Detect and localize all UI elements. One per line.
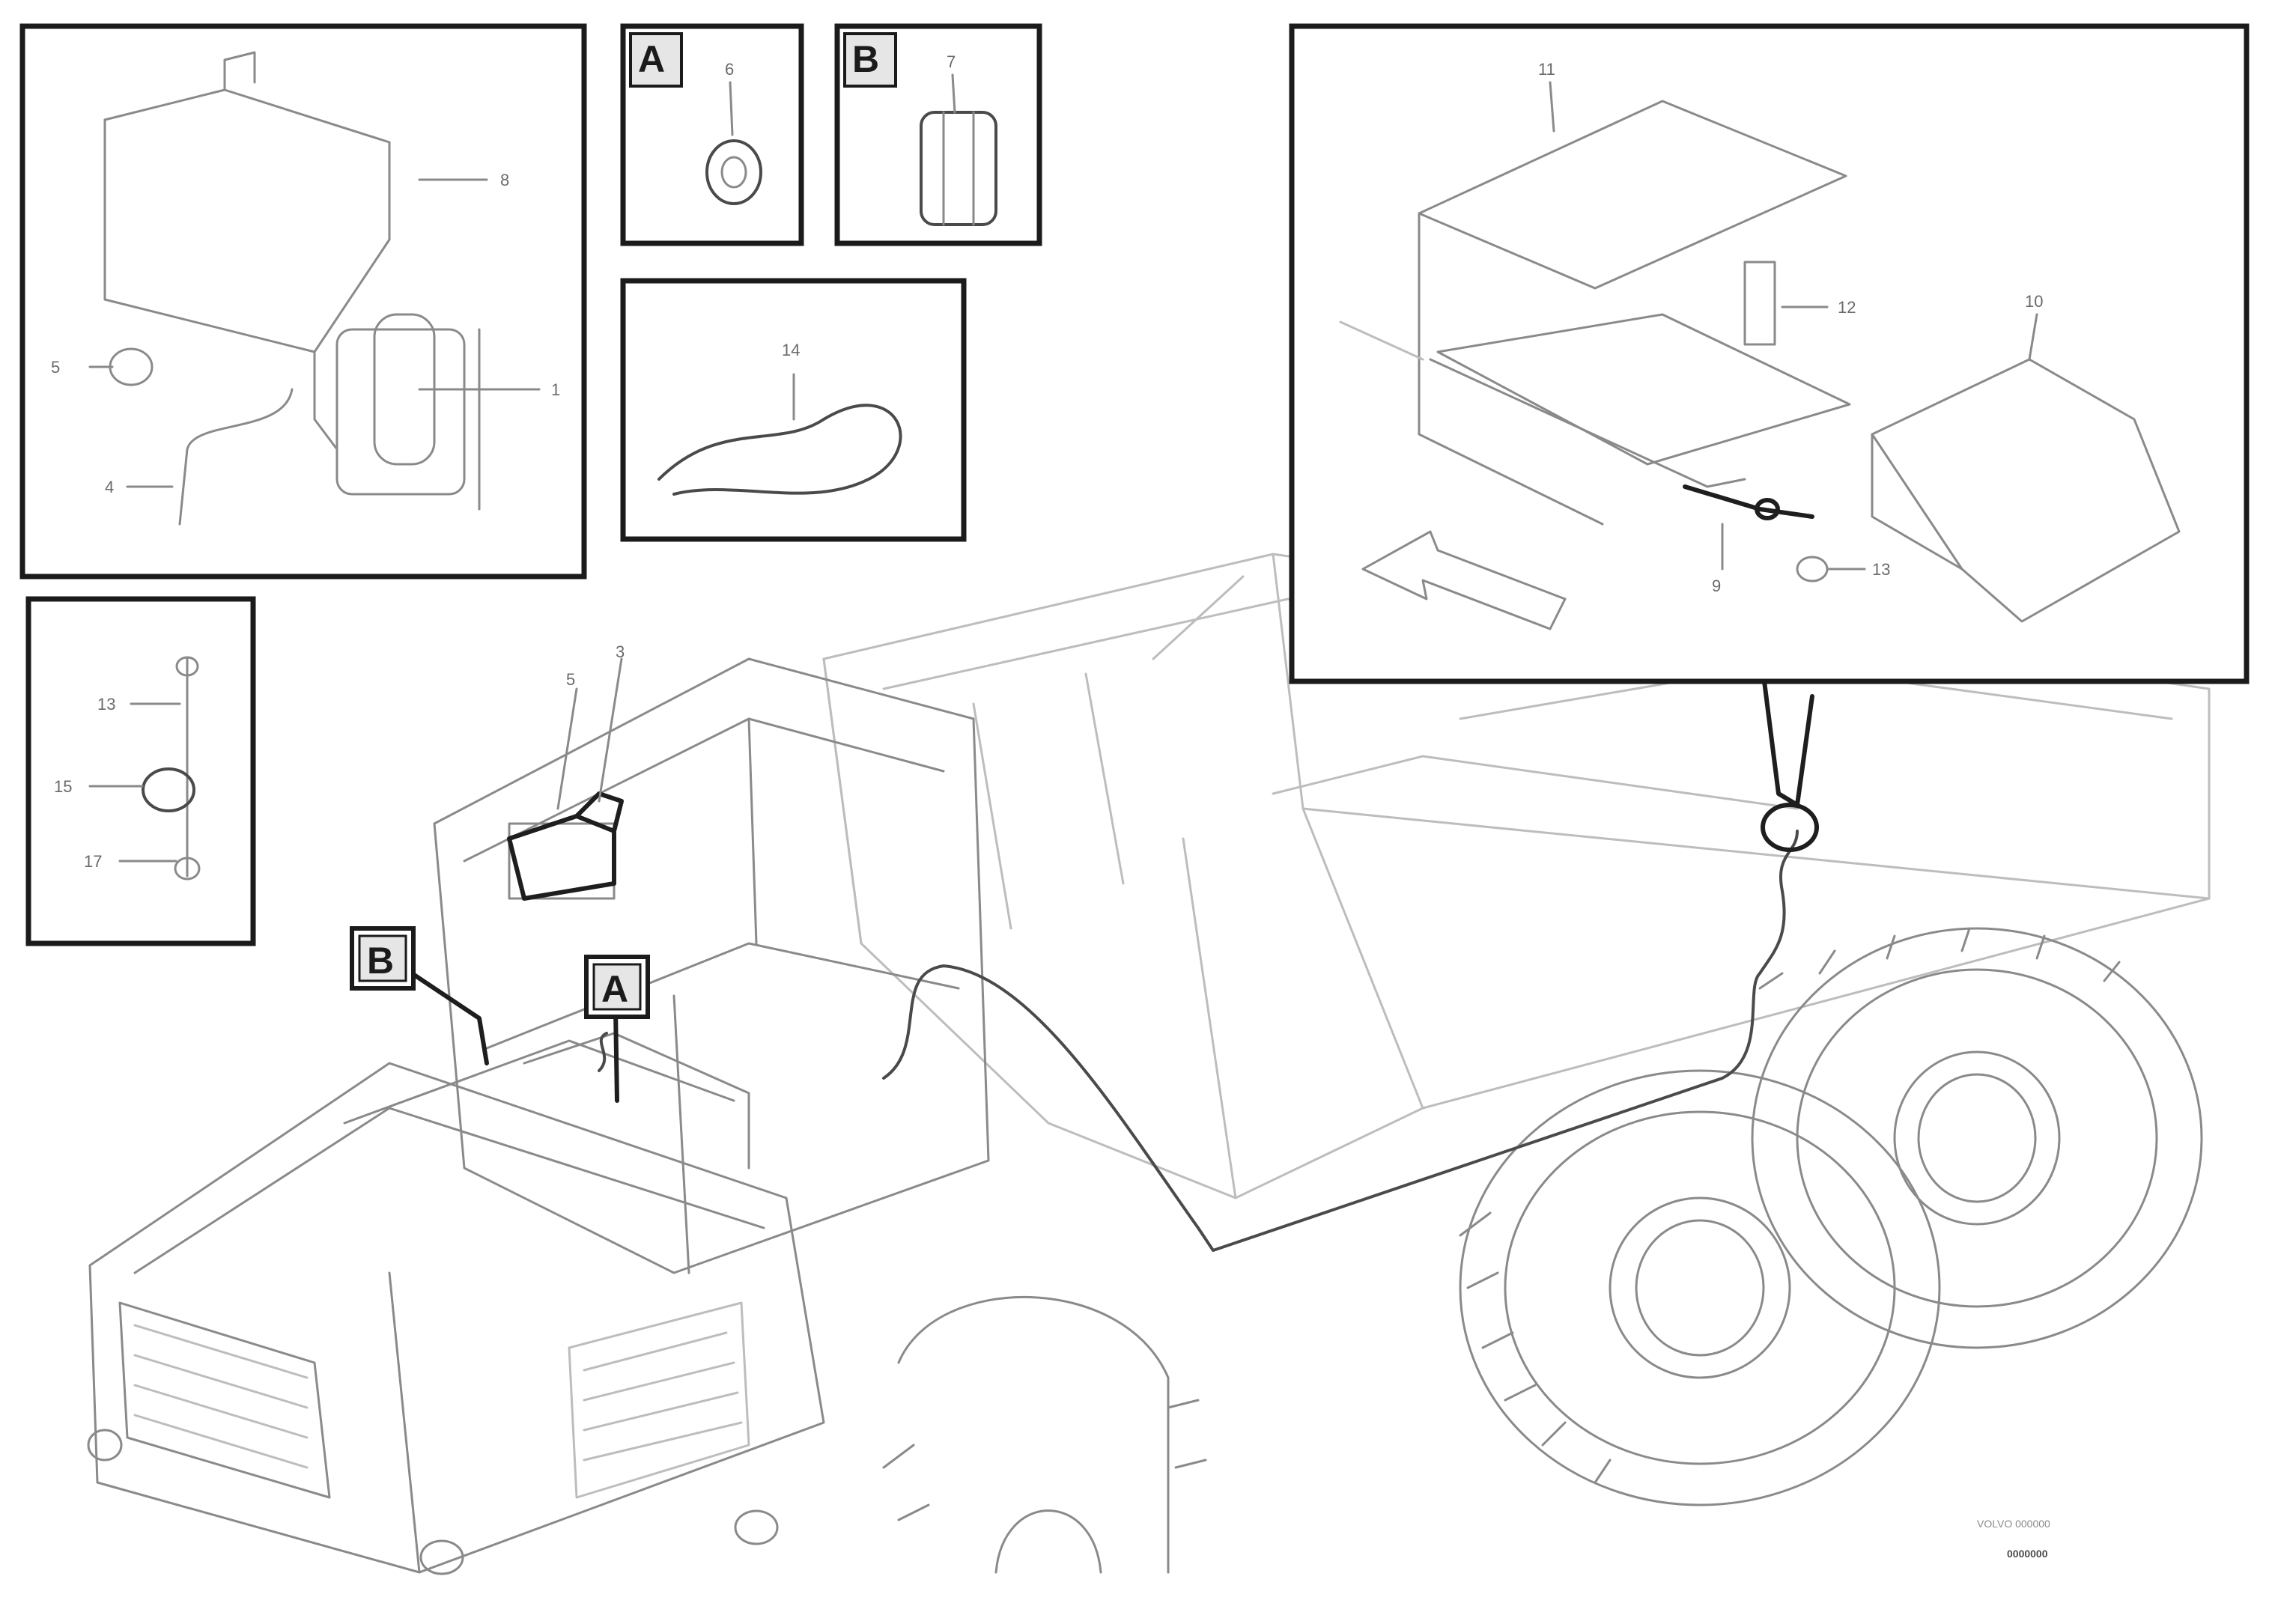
detail-b-label: B [852,38,879,80]
cab [433,657,990,1274]
leader-b [410,971,489,1065]
rear-wheels [1459,927,2203,1506]
detail-b-part-7: 7 [947,52,956,71]
detail-small-part-13: 13 [97,695,115,714]
detail-a: A 6 [620,23,804,246]
callout-a-label: A [601,968,628,1010]
detail-top-left: 8 5 1 4 [19,23,587,580]
detail-small-part-15: 15 [54,777,72,796]
part-label-5: 5 [51,358,60,377]
callout-a: A [584,955,650,1019]
dump-body [822,553,2211,1199]
detail-tr-part-10: 10 [2025,292,2043,311]
callout-b: B [350,926,416,991]
reference-stamp: VOLVO 000000 0000000 [1977,1518,2050,1560]
detail-tr-part-9: 9 [1712,577,1721,595]
cable-route [882,830,1799,1252]
detail-tr-part-12: 12 [1838,298,1856,317]
reference-line-2: 0000000 [2007,1548,2048,1560]
part-label-4: 4 [105,478,114,496]
detail-small-left: 13 15 17 [25,596,256,946]
front-wheel [882,1296,1207,1574]
detail-tr-part-11: 11 [1538,60,1555,79]
detail-cable-part-14: 14 [782,341,800,359]
detail-cable: 14 [620,278,967,542]
callout-b-label: B [367,940,394,982]
truck-label-3: 3 [616,642,625,661]
cable-segment [598,1032,608,1072]
detail-a-label: A [638,38,665,80]
articulated-hauler-drawing: 5 3 [87,553,2211,1575]
part-label-8: 8 [500,171,509,189]
detail-a-part-6: 6 [725,60,734,79]
hood [87,1039,825,1575]
reference-line-1: VOLVO 000000 [1977,1518,2050,1530]
leader-a [613,1007,619,1103]
connector-point [1761,679,1819,852]
part-label-1: 1 [551,380,560,399]
mounted-unit: 5 3 [507,642,625,901]
detail-small-part-17: 17 [84,852,102,871]
detail-tr-part-13: 13 [1872,560,1890,579]
detail-top-right: 11 12 10 9 13 [1289,23,2250,684]
truck-label-5: 5 [566,670,575,689]
detail-b: B 7 [834,23,1042,246]
